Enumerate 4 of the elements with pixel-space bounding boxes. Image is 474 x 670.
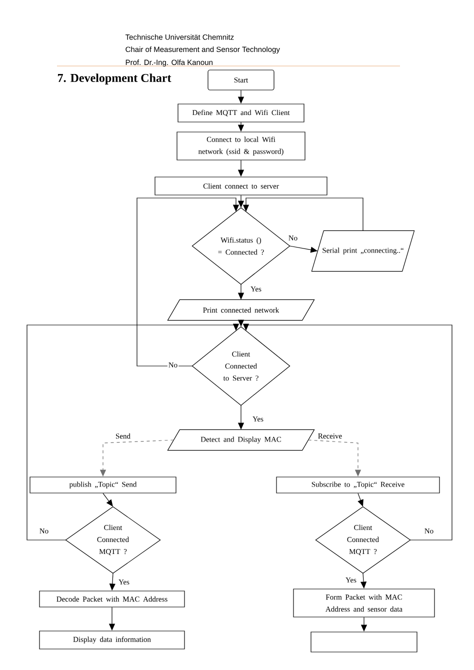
- section-title: 7. Development Chart: [58, 74, 172, 84]
- process-box: [310, 632, 418, 652]
- arrow: [26, 324, 240, 540]
- arrow: [136, 198, 240, 366]
